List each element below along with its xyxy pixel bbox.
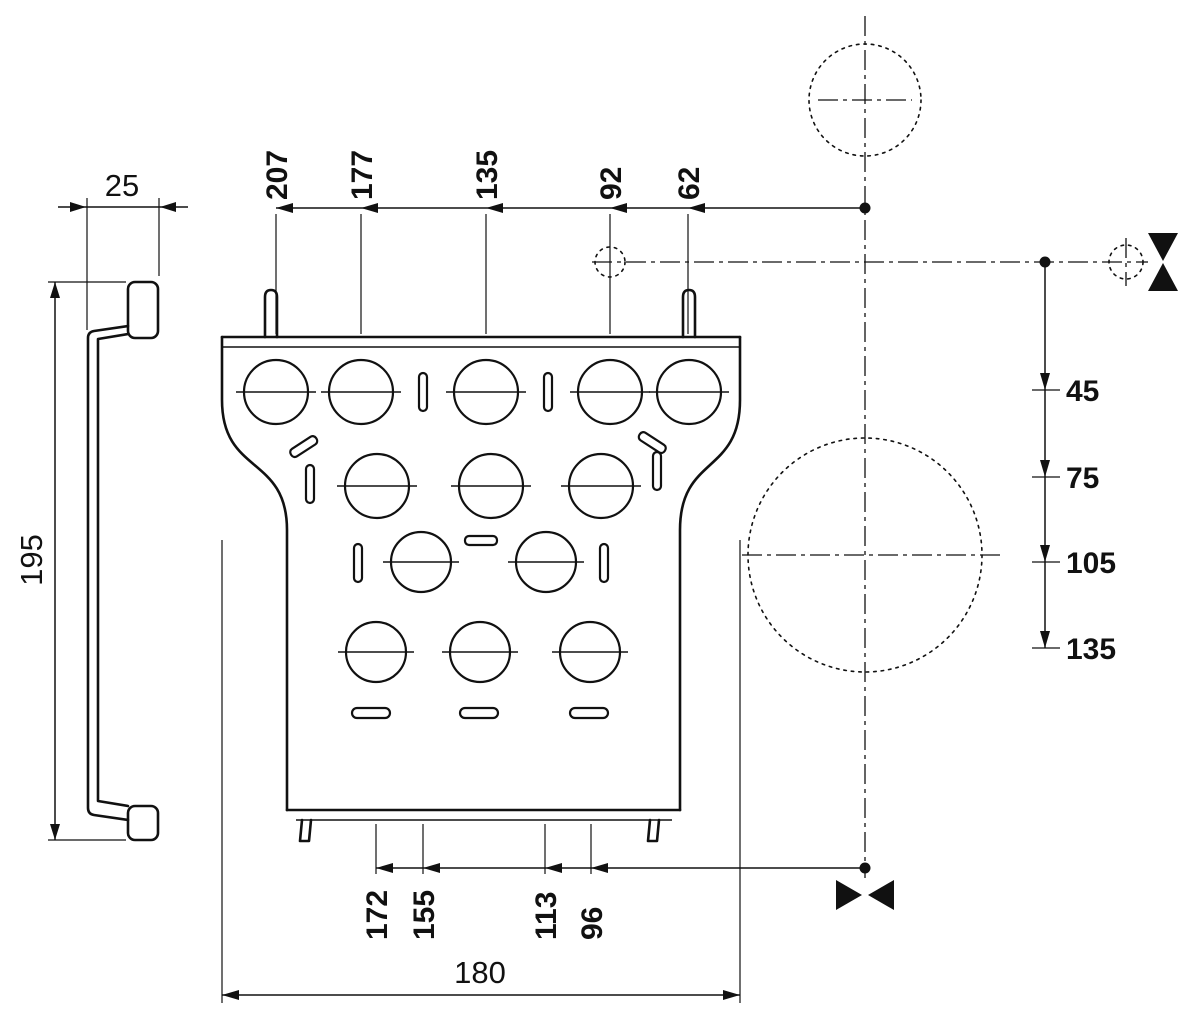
- slot: [598, 542, 610, 584]
- datum-dot-top: [859, 202, 871, 214]
- dim-label-172: 172: [361, 890, 394, 940]
- dim-overall-width: 180: [221, 540, 741, 1003]
- side-web-inner: [96, 332, 130, 808]
- slot: [417, 371, 429, 413]
- dim-top-chain: 207 177 135 92 62: [261, 150, 871, 334]
- slot: [637, 431, 667, 455]
- top-hook-left: [263, 288, 279, 339]
- slot: [542, 371, 554, 413]
- slot: [289, 435, 319, 459]
- slot: [350, 706, 392, 720]
- arrowheads: [222, 990, 740, 1000]
- datum-dot-bottom: [859, 862, 871, 874]
- dim-label-155: 155: [408, 890, 441, 940]
- arrowheads: [276, 203, 705, 213]
- dim-label-180: 180: [454, 955, 506, 990]
- bottom-foot-left: [298, 818, 313, 843]
- triangle-down-icon: [1148, 233, 1178, 261]
- phantom-circle-small-right: [1108, 244, 1144, 280]
- extension-ticks: [1032, 389, 1060, 649]
- top-hook-right: [681, 288, 697, 339]
- centerlines: [592, 16, 1148, 878]
- dim-label-75: 75: [1066, 462, 1099, 495]
- dim-label-92: 92: [595, 167, 628, 200]
- triangle-left-icon: [868, 880, 894, 910]
- phantom-circles: [594, 43, 1144, 673]
- slot: [458, 706, 500, 720]
- dim-side-height: 195: [14, 281, 126, 841]
- slot: [568, 706, 610, 720]
- slot: [463, 534, 499, 547]
- plate-outline-left: [220, 335, 289, 812]
- slot: [304, 463, 316, 505]
- arrowheads: [376, 863, 608, 873]
- bottom-foot-right: [646, 818, 661, 843]
- hole-centerlines: [236, 391, 729, 653]
- triangle-up-icon: [1148, 263, 1178, 291]
- dim-label-135t: 135: [471, 150, 504, 200]
- dim-label-side-depth: 25: [105, 168, 139, 203]
- dim-label-135r: 135: [1066, 633, 1116, 666]
- side-web-outer: [86, 324, 130, 822]
- dim-label-62: 62: [673, 167, 706, 200]
- extension-lines: [275, 214, 689, 334]
- dim-label-side-height: 195: [14, 534, 49, 586]
- plate-outline-right: [678, 335, 742, 812]
- arrowheads: [50, 282, 60, 840]
- datum-dot-right: [1039, 256, 1051, 268]
- dim-label-207: 207: [261, 150, 294, 200]
- side-top-flange: [126, 280, 160, 340]
- dim-label-96: 96: [576, 907, 609, 940]
- slot: [651, 450, 663, 492]
- slot: [352, 542, 364, 584]
- phantom-circle-large: [747, 437, 983, 673]
- section-marker-right: [1148, 233, 1178, 291]
- triangle-right-icon: [836, 880, 862, 910]
- front-view: [220, 288, 742, 843]
- dim-side-depth: 25: [58, 168, 188, 330]
- dim-label-105: 105: [1066, 547, 1116, 580]
- side-bottom-flange: [126, 804, 160, 842]
- dim-label-45: 45: [1066, 375, 1099, 408]
- section-marker-bottom: [836, 880, 894, 910]
- slots: [289, 371, 667, 720]
- side-view: [86, 280, 160, 842]
- phantom-circle-top: [808, 43, 922, 157]
- extension-lines: [375, 824, 592, 874]
- dim-right-chain: 45 75 105 135: [1032, 256, 1116, 666]
- arrowheads: [1040, 373, 1050, 648]
- dim-bottom-chain: 172 155 113 96: [361, 824, 871, 940]
- knockout-holes: [242, 358, 723, 684]
- dim-label-113: 113: [530, 892, 563, 940]
- dim-label-177: 177: [346, 150, 379, 200]
- arrowheads: [70, 202, 176, 212]
